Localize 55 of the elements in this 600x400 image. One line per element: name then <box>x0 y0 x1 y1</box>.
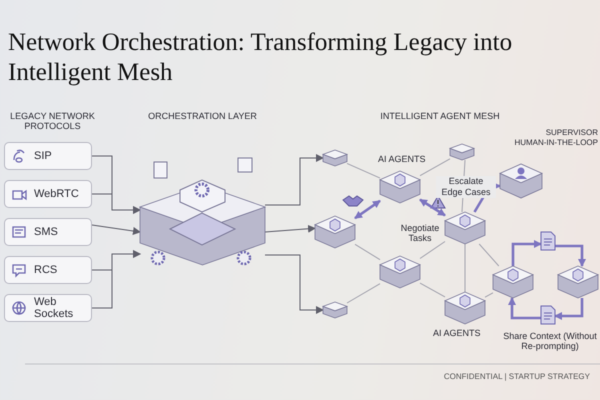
agent-group-label: AI AGENTS <box>433 328 481 338</box>
agent-group-label: AI AGENTS <box>378 154 426 164</box>
connector-line <box>420 158 450 176</box>
footer-text: CONFIDENTIAL | STARTUP STRATEGY <box>442 372 590 381</box>
arrow <box>512 240 542 266</box>
empty-tile <box>323 302 347 318</box>
document-icon <box>541 306 555 324</box>
arrow <box>264 224 316 233</box>
agent-tile <box>558 266 598 298</box>
arrow <box>508 297 541 320</box>
connector-line <box>346 283 380 304</box>
supervisor-node <box>500 128 598 200</box>
annotation: Negotiate Tasks <box>400 223 440 243</box>
protocol-name: WebRTC <box>34 188 79 200</box>
protocol-box <box>4 294 92 322</box>
protocol-box <box>4 256 92 284</box>
document-icon <box>541 232 555 250</box>
connector-line <box>420 282 446 298</box>
arrow <box>92 224 141 235</box>
diagram-title: Network Orchestration: Transforming Legacy into Intelligent Mesh <box>8 28 514 88</box>
protocol-name: SIP <box>34 150 52 162</box>
edge-label: Escalate Edge Cases <box>436 176 496 198</box>
supervisor-label: SUPERVISOR HUMAN-IN-THE-LOOP <box>513 128 598 148</box>
protocol-box <box>4 180 92 208</box>
annotation: Share Context (Without Re-prompting) <box>502 331 598 351</box>
connector-line <box>484 292 494 298</box>
agent-tile <box>445 292 485 324</box>
connector-line <box>346 162 380 179</box>
protocol-box <box>4 218 92 246</box>
connector-line <box>420 241 446 259</box>
agent-tile <box>380 256 420 288</box>
arrow <box>354 200 381 220</box>
arrow <box>554 298 584 320</box>
agent-tile <box>445 212 485 244</box>
empty-tile <box>450 144 474 160</box>
protocol-box <box>4 142 92 170</box>
agent-tile <box>315 216 355 248</box>
agent-tile <box>493 266 533 298</box>
arrow <box>92 250 141 308</box>
arrow <box>264 154 324 206</box>
connector-line <box>464 244 466 292</box>
arrow <box>555 244 586 267</box>
column-heading: INTELLIGENT AGENT MESH <box>379 111 501 121</box>
empty-tile <box>323 150 347 166</box>
protocol-name: Web Sockets <box>34 296 74 320</box>
connector-line <box>478 244 500 266</box>
connector-line <box>354 244 380 260</box>
arrow <box>419 198 446 216</box>
arrow <box>92 194 141 214</box>
column-heading: ORCHESTRATION LAYER <box>147 111 258 121</box>
protocol-name: SMS <box>34 226 58 238</box>
arrow <box>264 254 324 314</box>
column-heading: LEGACY NETWORK PROTOCOLS <box>9 111 96 131</box>
agent-tile <box>380 171 420 203</box>
protocol-name: RCS <box>34 264 58 276</box>
